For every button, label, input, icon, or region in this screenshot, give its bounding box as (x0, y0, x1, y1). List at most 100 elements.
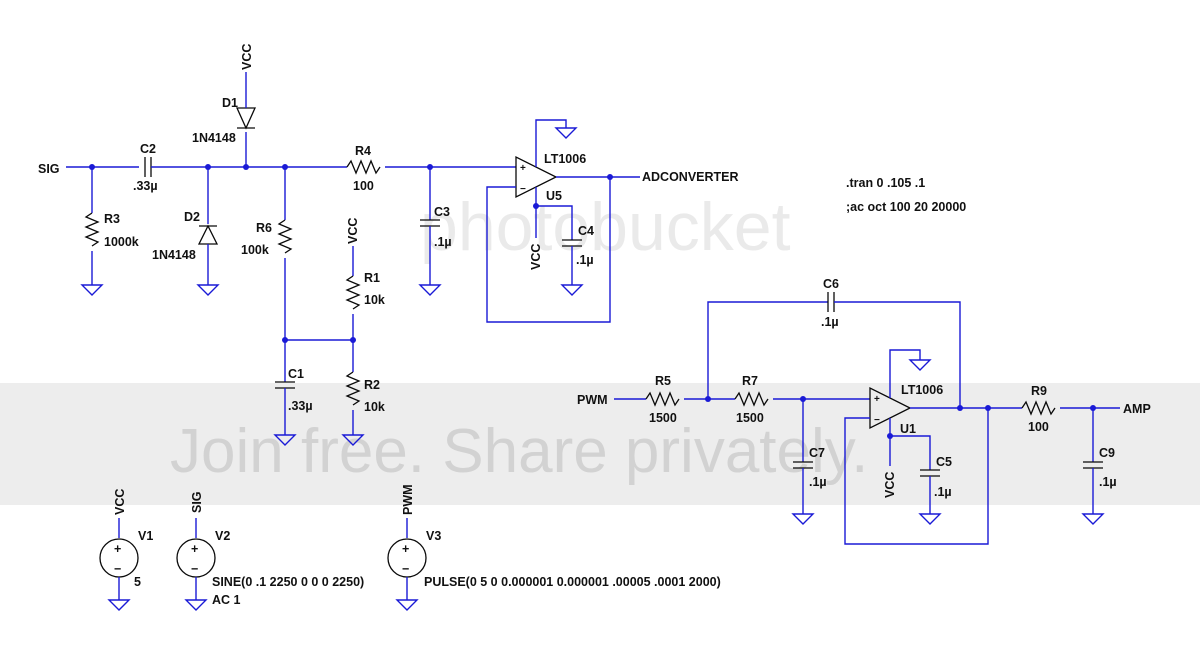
u5-ref: U5 (546, 189, 562, 203)
d1-value: 1N4148 (192, 131, 236, 145)
c1-value: .33µ (288, 399, 313, 413)
ground-symbol (791, 513, 815, 525)
watermark-banner (0, 383, 1200, 505)
v2-value: SINE(0 .1 2250 0 0 0 2250) (212, 575, 364, 589)
r5-value: 1500 (649, 411, 677, 425)
capacitor-c6[interactable]: C6 .1µ (821, 277, 839, 329)
r4-ref: R4 (355, 144, 371, 158)
c7-ref: C7 (809, 446, 825, 460)
resistor-r1[interactable]: R1 10k (345, 271, 385, 310)
watermark-brand: photobucket (420, 189, 791, 265)
u1-value: LT1006 (901, 383, 943, 397)
r6-value: 100k (241, 243, 269, 257)
ground-symbol (107, 599, 131, 611)
capacitor-c3[interactable]: C3 .1µ (420, 205, 452, 249)
net-label-pwm-v3: PWM (401, 484, 415, 515)
net-label-vcc-d1: VCC (240, 44, 254, 70)
u1-plus-sign: + (874, 394, 880, 405)
v2-minus-sign: − (191, 562, 198, 576)
c5-value: .1µ (934, 485, 952, 499)
diode-d1[interactable]: D1 1N4148 (192, 96, 257, 145)
v1-ref: V1 (138, 529, 153, 543)
c2-ref: C2 (140, 142, 156, 156)
net-label-vcc-v1: VCC (113, 489, 127, 515)
v1-minus-sign: − (114, 562, 121, 576)
c1-ref: C1 (288, 367, 304, 381)
ground-symbol (80, 284, 104, 296)
ground-symbol (554, 127, 578, 139)
opamp-u1[interactable]: + − LT1006 U1 (869, 383, 943, 436)
c6-value: .1µ (821, 315, 839, 329)
u1-ref: U1 (900, 422, 916, 436)
net-label-vcc-u5: VCC (529, 244, 543, 270)
c6-ref: C6 (823, 277, 839, 291)
capacitor-c9[interactable]: C9 .1µ (1083, 446, 1117, 489)
u5-plus-sign: + (520, 163, 526, 174)
ground-symbol (560, 284, 584, 296)
ground-symbol (908, 359, 932, 371)
d2-value: 1N4148 (152, 248, 196, 262)
ground-symbol (418, 284, 442, 296)
v3-minus-sign: − (402, 562, 409, 576)
c3-ref: C3 (434, 205, 450, 219)
v2-ref: V2 (215, 529, 230, 543)
capacitor-c1[interactable]: C1 .33µ (275, 367, 313, 413)
resistor-r5[interactable]: R5 1500 (645, 374, 680, 425)
c5-ref: C5 (936, 455, 952, 469)
net-label-sig-input: SIG (38, 162, 60, 176)
ground-symbol (341, 434, 365, 446)
capacitor-c5[interactable]: C5 .1µ (920, 455, 952, 499)
resistor-r2[interactable]: R2 10k (345, 371, 385, 414)
d2-ref: D2 (184, 210, 200, 224)
resistor-r9[interactable]: R9 100 (1021, 384, 1056, 434)
diode-d2[interactable]: D2 1N4148 (152, 210, 219, 262)
opamp-u5-block: + − LT1006 U5 ADCONVERTER VCC C4 .1µ (486, 119, 739, 323)
r1-ref: R1 (364, 271, 380, 285)
v1-value: 5 (134, 575, 141, 589)
r2-ref: R2 (364, 378, 380, 392)
v2-ac: AC 1 (212, 593, 241, 607)
voltage-source-v3[interactable]: PWM + − V3 PULSE(0 5 0 0.000001 0.000001… (387, 484, 721, 611)
c4-ref: C4 (578, 224, 594, 238)
resistor-r7[interactable]: R7 1500 (734, 374, 769, 425)
net-label-vcc-r1: VCC (346, 218, 360, 244)
directive-tran[interactable]: .tran 0 .105 .1 (846, 176, 925, 190)
r7-value: 1500 (736, 411, 764, 425)
r2-value: 10k (364, 400, 385, 414)
input-section: SIG C2 .33µ R3 1000k D1 1N4148 (38, 44, 516, 446)
ground-symbol (196, 284, 220, 296)
ground-symbol (273, 434, 297, 446)
u1-minus-sign: − (874, 415, 880, 426)
c3-value: .1µ (434, 235, 452, 249)
capacitor-c2[interactable]: C2 .33µ (133, 142, 158, 193)
v3-plus-sign: + (402, 542, 409, 556)
d1-ref: D1 (222, 96, 238, 110)
voltage-source-v1[interactable]: VCC + − V1 5 (99, 489, 153, 611)
net-label-adconverter: ADCONVERTER (642, 170, 739, 184)
watermark-banner-text: Join free. Share privately. (170, 417, 868, 486)
v3-ref: V3 (426, 529, 441, 543)
c7-value: .1µ (809, 475, 827, 489)
r6-ref: R6 (256, 221, 272, 235)
r3-value: 1000k (104, 235, 139, 249)
resistor-r4[interactable]: R4 100 (346, 144, 381, 193)
net-label-vcc-u1: VCC (883, 472, 897, 498)
resistor-r3[interactable]: R3 1000k (84, 212, 139, 249)
ground-symbol (184, 599, 208, 611)
capacitor-c4[interactable]: C4 .1µ (562, 224, 594, 267)
r5-ref: R5 (655, 374, 671, 388)
r3-ref: R3 (104, 212, 120, 226)
c4-value: .1µ (576, 253, 594, 267)
c2-value: .33µ (133, 179, 158, 193)
r9-ref: R9 (1031, 384, 1047, 398)
r7-ref: R7 (742, 374, 758, 388)
directive-ac[interactable]: ;ac oct 100 20 20000 (846, 200, 966, 214)
voltage-source-v2[interactable]: SIG + − V2 SINE(0 .1 2250 0 0 0 2250) AC… (176, 491, 364, 611)
u5-value: LT1006 (544, 152, 586, 166)
c9-ref: C9 (1099, 446, 1115, 460)
v2-plus-sign: + (191, 542, 198, 556)
pwm-filter-section: PWM R5 1500 C6 .1µ R7 1500 C7 (577, 277, 1151, 545)
resistor-r6[interactable]: R6 100k (241, 219, 293, 257)
